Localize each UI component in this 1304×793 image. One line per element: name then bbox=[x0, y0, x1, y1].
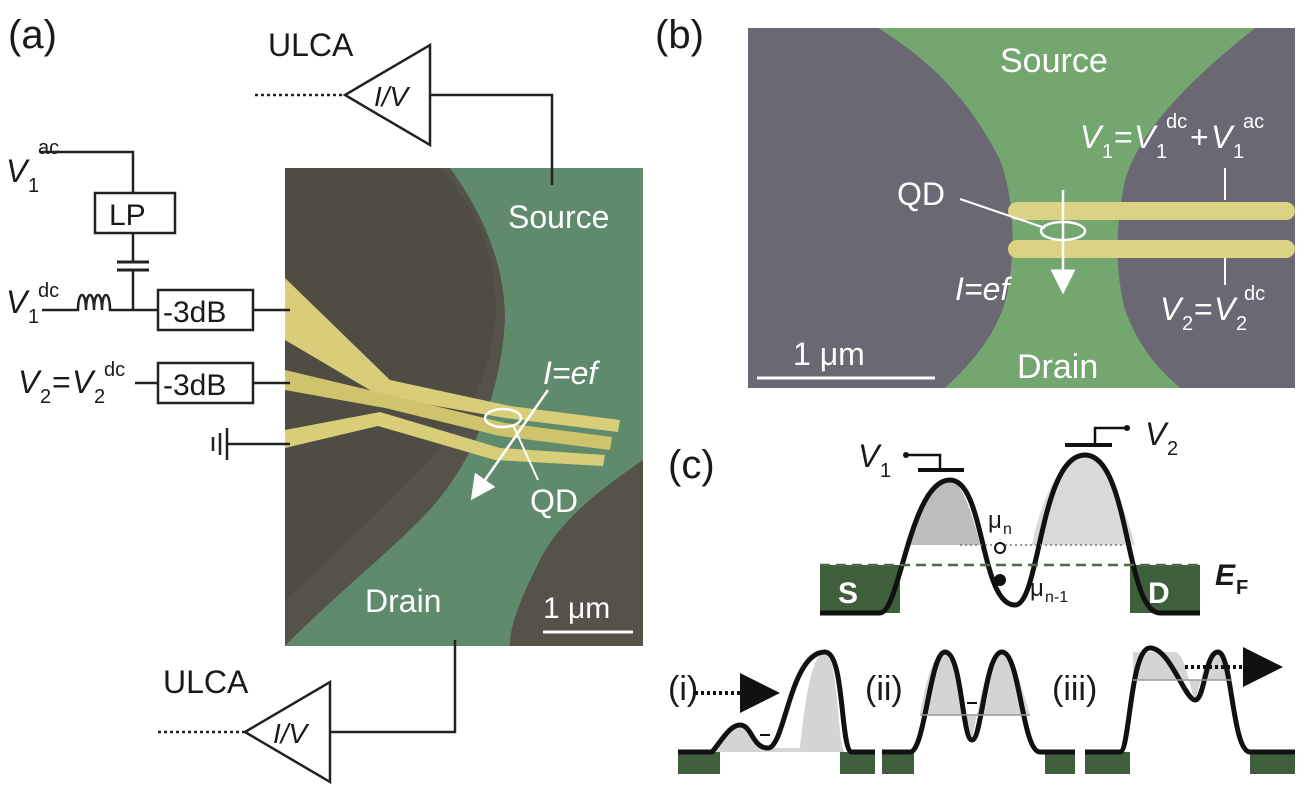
v1ac-sub: 1 bbox=[28, 175, 39, 197]
v1ac-main: V bbox=[6, 153, 30, 189]
step-i-label: (i) bbox=[668, 670, 698, 708]
v2-eq: = bbox=[52, 364, 71, 400]
lowpass-box bbox=[93, 191, 177, 235]
mu-n1-sub: n-1 bbox=[1045, 589, 1068, 606]
v2b-asub: 2 bbox=[1182, 313, 1193, 335]
step-iii-label: (iii) bbox=[1052, 670, 1097, 708]
v2-rightsup: dc bbox=[104, 359, 125, 381]
ulca-top-label: ULCA bbox=[268, 27, 354, 63]
step-ii: (ii) bbox=[865, 649, 1075, 774]
source-label-a: Source bbox=[508, 199, 609, 235]
current-arrow-a bbox=[470, 389, 550, 501]
iv-label-bottom: I/V bbox=[273, 718, 310, 749]
v1b-asub: 1 bbox=[1102, 141, 1113, 163]
ulca-bottom-label: ULCA bbox=[163, 664, 249, 700]
v1dc-sup: dc bbox=[38, 280, 59, 302]
v1b-plus: + bbox=[1190, 119, 1209, 155]
v1ac-sup: ac bbox=[38, 137, 59, 159]
mu-n-marker bbox=[994, 542, 1006, 554]
step-i-curve bbox=[678, 649, 875, 755]
inductor bbox=[42, 293, 158, 312]
v2b-b: V bbox=[1214, 291, 1238, 327]
v1b-bsub: 1 bbox=[1156, 141, 1167, 163]
v2b-bsup: dc bbox=[1244, 283, 1265, 305]
v1dc-sub: 1 bbox=[28, 306, 39, 328]
step-iii: (iii) bbox=[1052, 645, 1295, 774]
v1-equation-b: V 1 = V 1 dc + V 1 ac bbox=[1080, 111, 1264, 163]
mesa-a bbox=[285, 168, 643, 646]
panel-b: (b) Source Drain QD I=ef 1 μm V 1 = V 1 bbox=[655, 13, 1295, 388]
mu-n1-main: μ bbox=[1030, 575, 1044, 602]
step-ii-curve bbox=[882, 649, 1075, 755]
c-v1-sub: 1 bbox=[880, 460, 891, 482]
panel-b-tag: (b) bbox=[655, 13, 704, 57]
ulca-bottom: ULCA I/V bbox=[158, 640, 457, 785]
c-v1-main: V bbox=[858, 438, 882, 474]
mu-n1-marker bbox=[994, 574, 1006, 586]
step-i: (i) bbox=[668, 649, 875, 774]
ef-main: E bbox=[1215, 559, 1236, 592]
v1b-b: V bbox=[1134, 119, 1158, 155]
s-label: S bbox=[838, 577, 858, 610]
ground-symbol bbox=[211, 428, 290, 460]
source-label-b: Source bbox=[1000, 42, 1108, 80]
v2-left: V bbox=[18, 364, 42, 400]
barrier-1-fill bbox=[905, 480, 980, 545]
att2-label: -3dB bbox=[163, 369, 226, 402]
c-v2-sub: 2 bbox=[1167, 438, 1178, 460]
v1dc-main: V bbox=[6, 284, 30, 320]
iv-label-top: I/V bbox=[374, 81, 411, 112]
qd-ellipse-a bbox=[483, 407, 523, 429]
v2-leftsub: 2 bbox=[40, 386, 51, 408]
v1b-csub: 1 bbox=[1233, 141, 1244, 163]
att1-label: -3dB bbox=[163, 296, 226, 329]
v2b-bsub: 2 bbox=[1236, 313, 1247, 335]
ef-sub: F bbox=[1236, 577, 1248, 599]
panel-c-tag: (c) bbox=[668, 443, 715, 487]
v1b-c: V bbox=[1211, 119, 1235, 155]
sem-image-a: Source Drain I=ef QD 1 μm bbox=[285, 168, 643, 646]
current-label-b: I=ef bbox=[955, 271, 1012, 307]
v1b-bsup: dc bbox=[1166, 111, 1187, 133]
current-label-a: I=ef bbox=[543, 355, 600, 391]
potential-curve bbox=[820, 452, 1200, 616]
panel-a-tag: (a) bbox=[8, 13, 57, 57]
d-label: D bbox=[1148, 577, 1170, 610]
qd-label-a: QD bbox=[530, 483, 578, 519]
mu-n-sub: n bbox=[1003, 521, 1012, 538]
drain-label-a: Drain bbox=[365, 583, 441, 619]
drain-label-b: Drain bbox=[1017, 348, 1098, 386]
v2b-a: V bbox=[1160, 291, 1184, 327]
mu-n-main: μ bbox=[988, 507, 1002, 534]
v1b-a: V bbox=[1080, 119, 1104, 155]
panel-c: (c) S D V 1 V 2 μ bbox=[668, 416, 1295, 774]
v2-equation-b: V 2 = V 2 dc bbox=[1160, 283, 1265, 335]
qd-label-b: QD bbox=[897, 176, 945, 212]
attenuator-2 bbox=[156, 361, 255, 405]
lp-label: LP bbox=[109, 199, 146, 232]
c-v2-main: V bbox=[1145, 416, 1169, 452]
bias-circuit: V 1 ac LP V 1 dc -3dB V 2 = V 2 dc -3d bbox=[6, 137, 290, 460]
step-ii-label: (ii) bbox=[865, 670, 903, 708]
v2-rightsub: 2 bbox=[94, 386, 105, 408]
gate-2-b bbox=[1008, 240, 1295, 258]
scalebar-label-b: 1 μm bbox=[793, 336, 865, 372]
gate-1-b bbox=[1008, 202, 1295, 220]
v2b-eq: = bbox=[1194, 291, 1213, 327]
ulca-top: ULCA I/V bbox=[255, 27, 554, 185]
potential-diagram: S D V 1 V 2 μ n μ n-1 E bbox=[820, 416, 1248, 616]
v1b-csup: ac bbox=[1243, 111, 1264, 133]
v2-right: V bbox=[72, 364, 96, 400]
panel-a: (a) Source Drain I=ef QD 1 μm bbox=[6, 13, 643, 785]
scalebar-label-a: 1 μm bbox=[543, 592, 610, 625]
v1b-eq: = bbox=[1114, 119, 1133, 155]
sem-image-b: Source Drain QD I=ef 1 μm V 1 = V 1 dc +… bbox=[748, 28, 1295, 388]
step-iii-curve bbox=[1085, 645, 1295, 755]
